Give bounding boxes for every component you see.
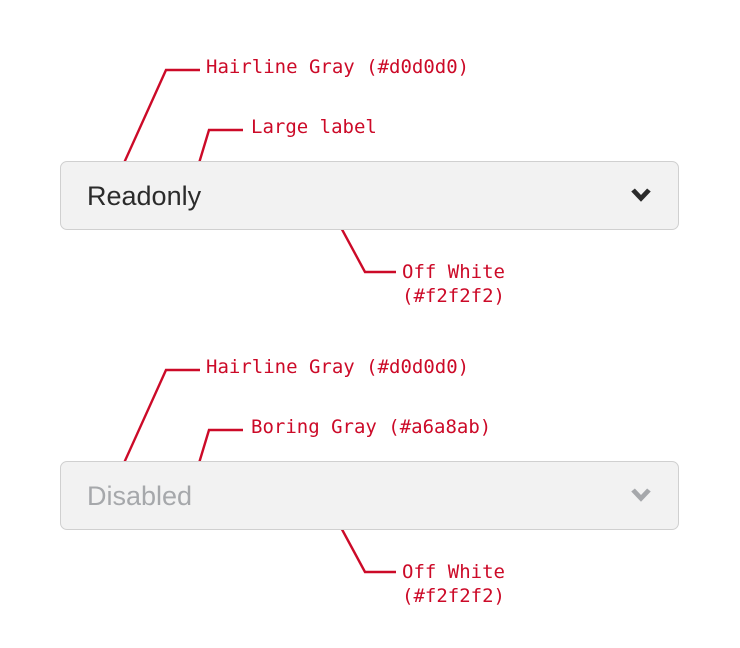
- select-readonly-value: Readonly: [87, 180, 202, 211]
- annotation-readonly-large-label: Large label: [251, 116, 377, 138]
- annotation-readonly-border: Hairline Gray (#d0d0d0): [206, 56, 470, 78]
- annotation-disabled-fill-line2: (#f2f2f2): [402, 585, 505, 607]
- annotation-disabled-boring-gray: Boring Gray (#a6a8ab): [251, 416, 492, 438]
- select-disabled-value: Disabled: [87, 480, 193, 511]
- leader-disabled-border: [122, 368, 200, 464]
- annotation-disabled-fill-line1: Off White: [402, 561, 505, 583]
- annotation-readonly-fill-line1: Off White: [402, 261, 505, 283]
- annotation-disabled-border: Hairline Gray (#d0d0d0): [206, 356, 470, 378]
- chevron-down-icon: [631, 488, 651, 502]
- annotation-readonly-fill-line2: (#f2f2f2): [402, 285, 505, 307]
- leader-readonly-border: [122, 68, 200, 164]
- select-readonly[interactable]: Readonly: [60, 161, 679, 230]
- select-disabled: Disabled: [60, 461, 679, 530]
- chevron-down-icon[interactable]: [626, 181, 656, 211]
